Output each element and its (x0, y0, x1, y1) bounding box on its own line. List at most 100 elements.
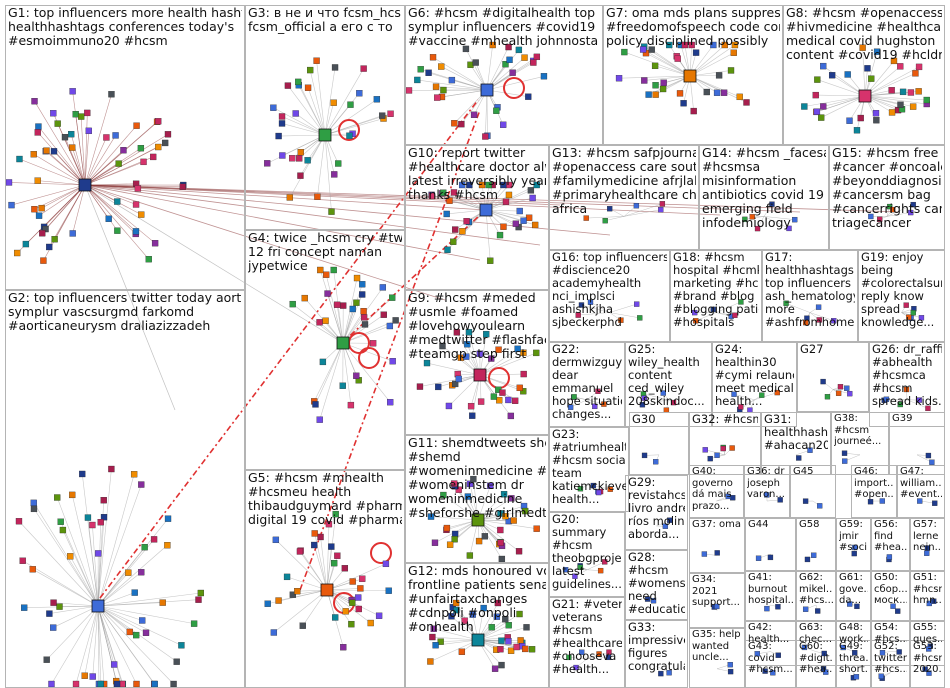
node (577, 486, 584, 492)
group-label-g63: G63: chec... (799, 622, 833, 645)
node (30, 505, 38, 513)
edge (763, 216, 795, 220)
edge (689, 52, 734, 77)
self-loop (358, 347, 380, 369)
edge (689, 75, 740, 98)
node (533, 181, 540, 189)
node (824, 394, 831, 400)
edge (586, 561, 605, 571)
node (639, 46, 647, 53)
group-label-g43: G43: covid #hcsm... (748, 641, 793, 675)
edge (643, 393, 669, 401)
node (658, 670, 664, 677)
node (852, 544, 858, 551)
node (84, 109, 91, 117)
edge (485, 197, 533, 211)
node (346, 132, 353, 139)
group-label-g25: G25: wiley_health content ced_wiley 208s… (628, 343, 705, 408)
group-label-g34: G34: 2021 support... (692, 574, 740, 608)
group-border-g29 (625, 475, 688, 550)
edge (763, 216, 790, 229)
edge (307, 87, 326, 136)
node (755, 555, 762, 561)
node (660, 79, 667, 86)
edge (437, 89, 488, 98)
node (89, 521, 96, 529)
node (727, 668, 734, 675)
edge (431, 516, 479, 521)
edge (51, 605, 99, 685)
node (897, 63, 904, 70)
edge (69, 556, 99, 607)
group-label-g8: G8: #hcsm #openaccess #hivmedicine #heal… (786, 6, 942, 62)
node (439, 342, 446, 350)
edge (97, 605, 195, 624)
group-border-g24 (712, 342, 797, 427)
node (915, 88, 922, 95)
node (451, 530, 459, 538)
node (328, 208, 335, 215)
node (130, 471, 138, 478)
node (443, 210, 450, 218)
group-label-g16: G16: top influencers #discience20 academ… (552, 251, 667, 329)
edge (19, 158, 86, 186)
node (357, 585, 364, 592)
node (39, 230, 46, 237)
node (926, 600, 932, 607)
node (481, 533, 489, 540)
node (440, 491, 447, 499)
edge (644, 397, 669, 401)
group-label-g35: G35: help wanted uncle... (692, 629, 741, 663)
node (453, 606, 460, 614)
node (150, 153, 157, 161)
edge (42, 184, 86, 234)
node (703, 88, 710, 96)
hub-node (471, 513, 485, 527)
node (289, 300, 296, 308)
node (359, 575, 366, 582)
edge (342, 342, 391, 403)
node (725, 493, 731, 500)
node (150, 536, 158, 543)
node (522, 645, 529, 653)
edge (299, 551, 328, 591)
node (516, 384, 523, 392)
group-border-g15 (829, 145, 945, 250)
edge (443, 192, 487, 211)
node (732, 312, 738, 318)
edge (309, 70, 326, 136)
node (289, 155, 296, 162)
node (844, 385, 850, 391)
node (854, 603, 860, 610)
node (910, 201, 916, 208)
node (451, 536, 458, 543)
node (681, 41, 689, 49)
node (331, 64, 339, 71)
node (423, 359, 431, 367)
group-border-g38 (831, 412, 889, 475)
edge (72, 184, 86, 234)
node (644, 596, 651, 602)
group-border-g58 (796, 518, 836, 571)
node (505, 191, 513, 199)
edge (477, 519, 520, 552)
node (831, 318, 837, 324)
edge (97, 605, 100, 685)
node (749, 214, 755, 220)
node (72, 680, 80, 688)
edge (581, 304, 610, 313)
node (360, 65, 367, 72)
node (738, 299, 744, 305)
node (579, 649, 585, 655)
edge (623, 209, 661, 217)
edge (84, 130, 90, 186)
node (451, 480, 458, 487)
node (802, 606, 809, 612)
edge (623, 203, 663, 217)
node (533, 349, 540, 357)
node (513, 643, 520, 651)
node (89, 673, 96, 680)
edge (644, 75, 691, 81)
node (878, 673, 884, 679)
node (496, 397, 503, 404)
